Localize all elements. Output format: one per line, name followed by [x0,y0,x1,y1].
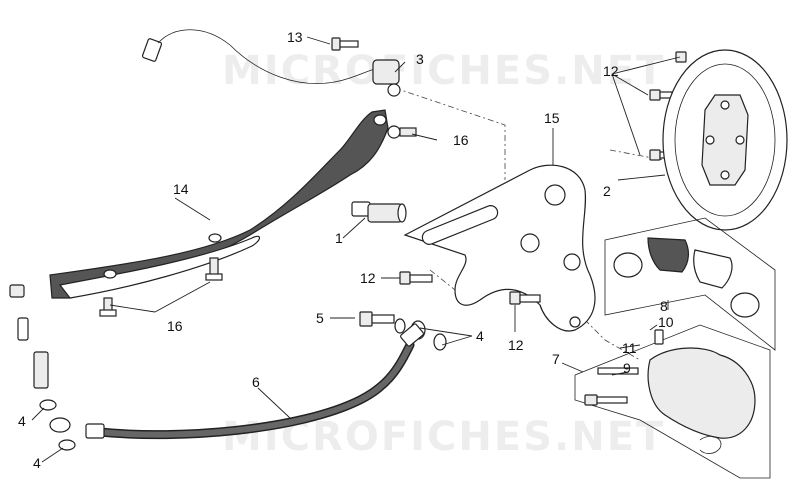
callout-4-right: 4 [476,328,484,344]
brake-disc [662,49,788,231]
speed-sensor [141,29,401,97]
callout-2: 2 [603,183,611,199]
callout-14: 14 [173,181,189,197]
callout-10: 10 [658,314,674,330]
callout-5: 5 [316,310,324,326]
callout-7: 7 [552,351,560,367]
callout-4-left-lower: 4 [33,455,41,471]
callout-12-lower: 12 [508,337,524,353]
caliper-bracket [403,164,596,332]
screw-16-lower [99,257,223,317]
bolt-12-lower [509,291,541,305]
callout-12-left: 12 [360,270,376,286]
callout-9: 9 [623,360,631,376]
callout-3: 3 [416,51,424,67]
bush [351,201,407,223]
callout-4-left-upper: 4 [18,413,26,429]
callout-8: 8 [660,298,668,314]
callout-11: 11 [622,340,637,356]
pad-kit-box [604,217,776,351]
chain-guard [49,109,389,299]
screw-13 [331,37,359,51]
watermark-top: MICROFICHES.NET [222,48,665,94]
callouts: 13 3 16 14 15 1 12 2 12 12 5 4 16 6 7 8 … [18,29,674,471]
callout-1: 1 [335,230,343,246]
caliper-box [574,324,771,479]
banjo-bolt [359,311,447,351]
callout-16-lower: 16 [167,318,183,334]
callout-12-disc: 12 [603,63,619,79]
callout-13: 13 [287,29,303,45]
brake-hose [49,323,424,440]
callout-16-top: 16 [453,132,469,148]
screw-16-top [387,125,417,139]
leader-lines [31,36,681,463]
bolt-12-left [399,271,433,285]
callout-6: 6 [252,374,260,390]
callout-15: 15 [544,110,560,126]
hose-fittings-left [9,284,76,451]
